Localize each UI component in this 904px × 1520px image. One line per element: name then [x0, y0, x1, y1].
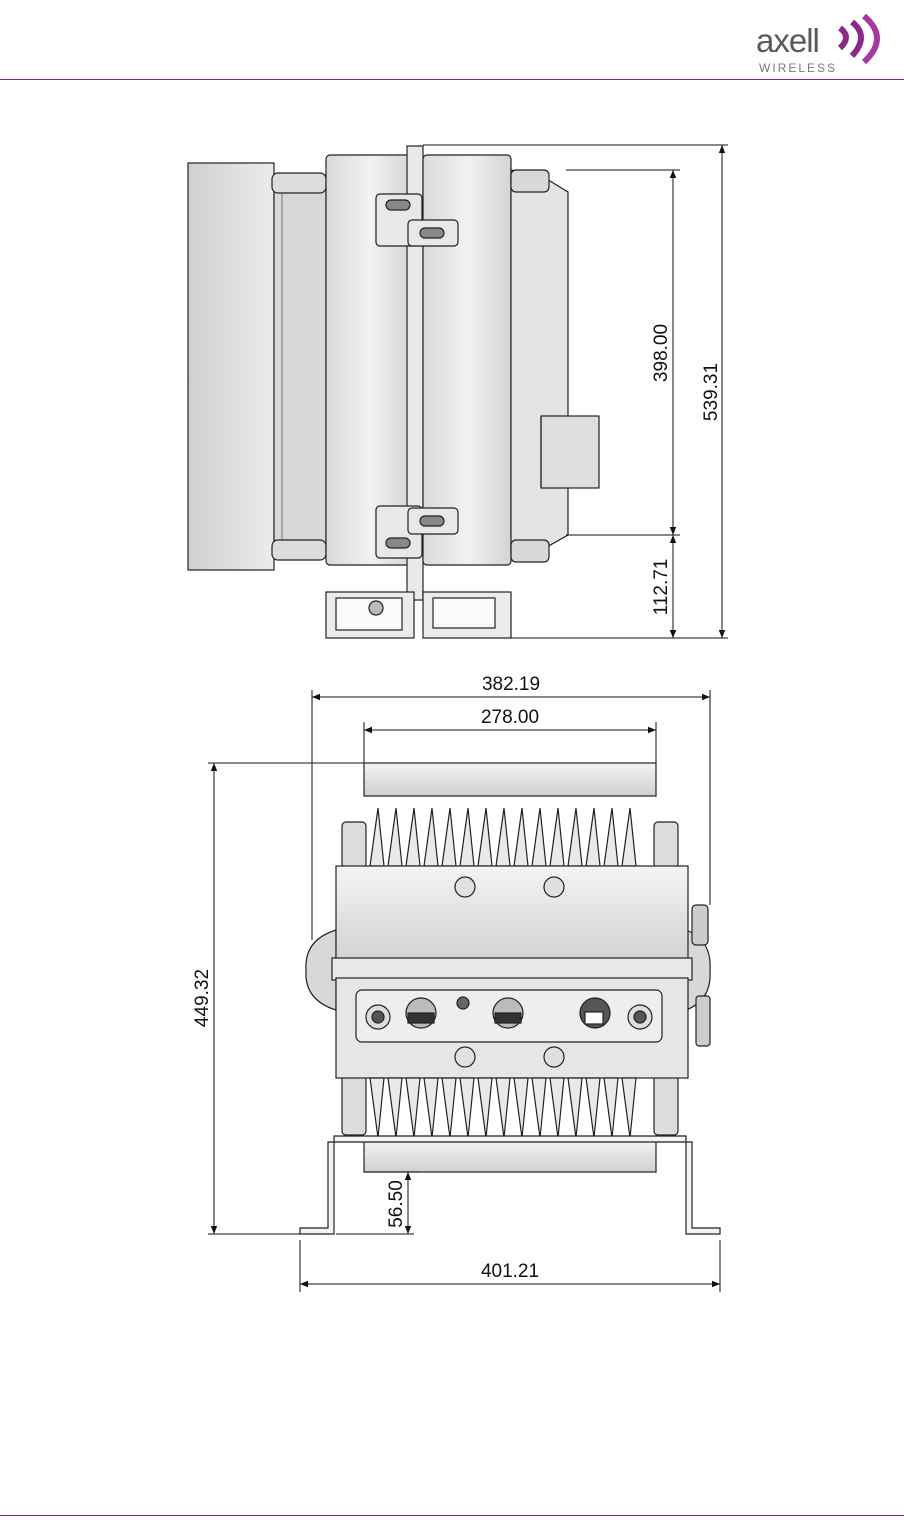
side-view: [188, 146, 599, 638]
front-top-cover: [364, 763, 656, 796]
dim-front-bracket-width: 401.21: [481, 1261, 539, 1282]
side-cover-panel: [188, 163, 274, 570]
dim-side-body-height: 398.00: [651, 324, 672, 382]
dim-front-overall-width: 382.19: [482, 674, 540, 695]
front-bottom-cover: [364, 1140, 656, 1172]
dim-front-cover-width: 278.00: [481, 707, 539, 728]
dim-front-foot-height: 56.50: [386, 1180, 407, 1228]
footer-rule: [0, 1515, 904, 1516]
dim-front-total-height: 449.32: [192, 969, 213, 1027]
side-connector-box: [541, 416, 599, 488]
front-view: [300, 763, 720, 1234]
dim-side-foot-height: 112.71: [651, 559, 672, 616]
dim-side-total-height: 539.31: [701, 363, 722, 421]
front-upper-housing: [336, 866, 688, 966]
